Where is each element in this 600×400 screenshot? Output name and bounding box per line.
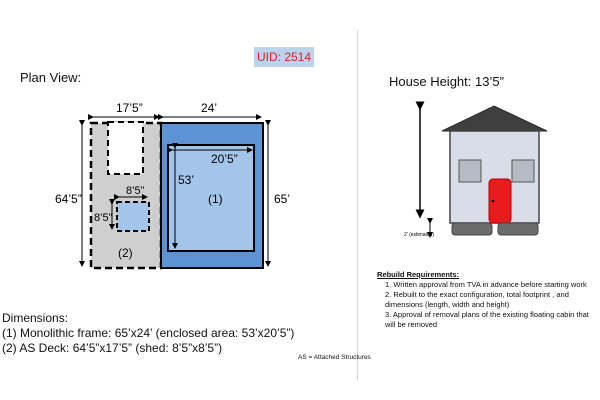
- door-knob: [491, 199, 495, 203]
- rebuild-requirements: Rebuild Requirements: 1. Written approva…: [377, 270, 592, 330]
- dimensions-heading: Dimensions:: [2, 311, 69, 325]
- plan-view-title: Plan View:: [20, 70, 82, 85]
- shed-area: [116, 201, 150, 232]
- enclosed-width-label: 20’5”: [211, 152, 238, 166]
- enclosed-length-label: 53’: [178, 173, 194, 187]
- panel-divider: [357, 30, 358, 380]
- left-window: [458, 159, 482, 183]
- right-float: [497, 222, 539, 236]
- deck-opening: [107, 121, 144, 175]
- rebuild-item-3: 3. Approval of removal plans of the exis…: [385, 310, 589, 329]
- frame-length-label: 65’: [274, 192, 290, 206]
- house-height-title: House Height: 13’5”: [389, 74, 504, 89]
- as-legend-note: AS = Attached Structures: [298, 354, 371, 361]
- shed-width-label: 8’5”: [126, 185, 145, 197]
- uid-badge: UID: 2514: [254, 47, 314, 67]
- rebuild-item-2: 2. Rebuilt to the exact configuration, t…: [385, 290, 569, 309]
- dimension-item-deck: (2) AS Deck: 64’5”x17’5” (shed: 8’5”x8’5…: [2, 341, 223, 355]
- shed-length-label: 8’5”: [94, 212, 113, 224]
- rebuild-heading: Rebuild Requirements:: [377, 270, 460, 279]
- left-float: [451, 222, 493, 236]
- house-roof: [441, 105, 548, 132]
- right-window: [511, 159, 535, 183]
- deck-length-label: 64’5”: [55, 192, 82, 206]
- frame-width-label: 24’: [201, 101, 217, 115]
- enclosed-area: [167, 144, 255, 252]
- house-elevation-diagram: 2’ (estimated): [404, 101, 548, 238]
- frame-marker-label: (1): [208, 192, 223, 206]
- deck-width-label: 17’5”: [116, 101, 143, 115]
- dimension-item-frame: (1) Monolithic frame: 65’x24’ (enclosed …: [2, 326, 295, 340]
- dimensions-block: Dimensions: (1) Monolithic frame: 65’x24…: [2, 311, 294, 356]
- deck-marker-label: (2): [118, 246, 133, 260]
- plan-view-diagram: 17’5” 24’ 64’5” 65’ 20’5” 53’ 8’5” 8’5” …: [55, 101, 290, 270]
- float-estimate-label: 2’ (estimated): [404, 232, 434, 238]
- rebuild-item-1: 1. Written approval from TVA in advance …: [385, 280, 587, 289]
